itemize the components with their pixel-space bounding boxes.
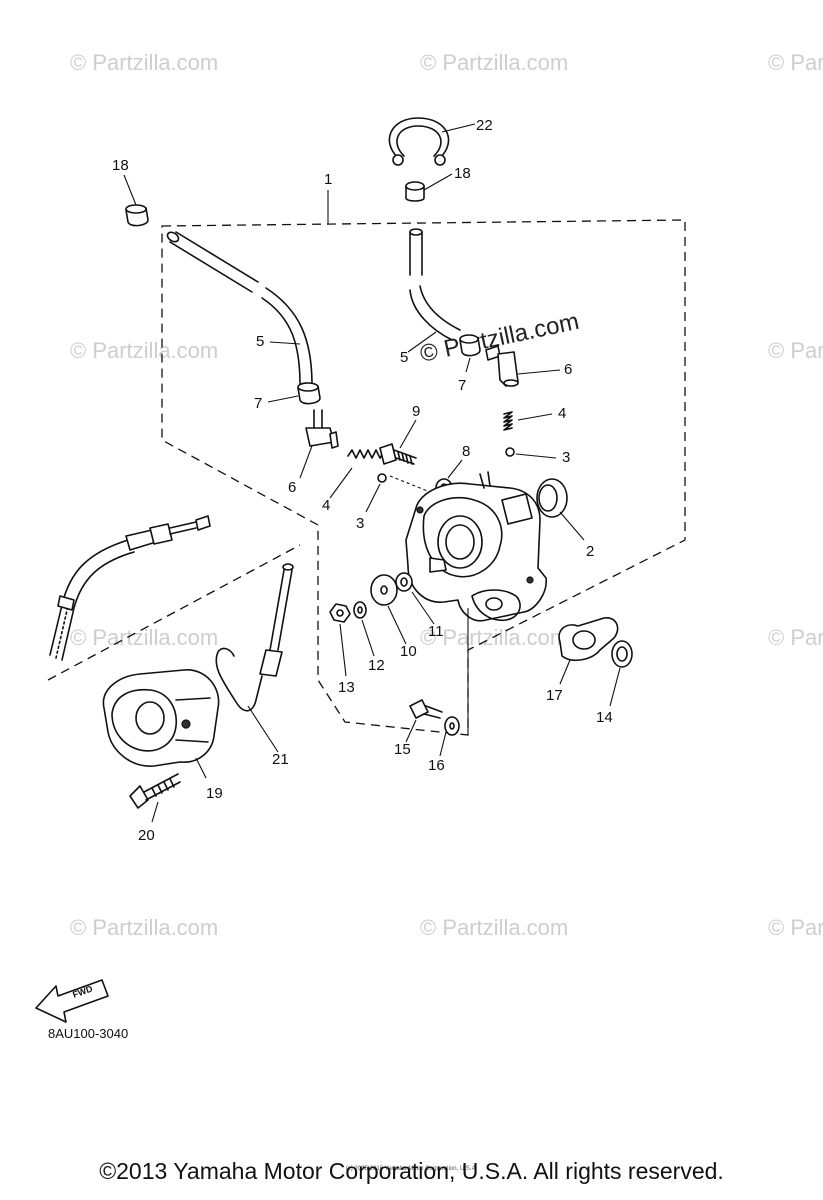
callout-7: 7: [254, 395, 262, 412]
watermark: © Partzilla.com: [420, 625, 568, 650]
part-22-clip: [388, 117, 450, 166]
cable-boundary: [47, 544, 301, 681]
copyright-notice: ©2013 Yamaha Motor Corporation, U.S.A. A…: [99, 1158, 724, 1184]
part-4-spring-right: [503, 411, 513, 431]
part-2-seal: [536, 478, 568, 518]
throttle-cable: [49, 515, 211, 661]
part-3-ball-right: [505, 447, 515, 457]
part-6-elbow-left: [305, 409, 339, 449]
callout-4: 4: [558, 405, 566, 422]
part-3-ball-left: [377, 473, 387, 483]
part-15-bolt: [409, 699, 443, 719]
watermark: © Partzilla.com: [70, 50, 218, 75]
callout-labels: 1 2 3 3 4 4 5 5 6 6 7 7 8 9 10 11 12 13 …: [112, 117, 613, 844]
watermark: © Partzilla.com: [768, 50, 823, 75]
callout-6: 6: [564, 361, 572, 378]
callout-7: 7: [458, 377, 466, 394]
callout-18: 18: [112, 157, 129, 174]
callout-5: 5: [256, 333, 264, 350]
callout-17: 17: [546, 687, 563, 704]
part-18-cap-left: [125, 204, 149, 227]
part-19-cover: [102, 669, 220, 767]
callout-22: 22: [476, 117, 493, 134]
watermark: © Partzilla.com: [420, 50, 568, 75]
watermark: © Partzilla.com: [768, 915, 823, 940]
watermark: © Partzilla.com: [70, 915, 218, 940]
part-5-hose-left: [166, 231, 313, 390]
callout-9: 9: [412, 403, 420, 420]
fwd-arrow-icon: FWD: [35, 979, 109, 1023]
watermark: © Partzilla.com: [768, 625, 823, 650]
part-20-bolt: [129, 773, 181, 809]
callout-19: 19: [206, 785, 223, 802]
callout-18: 18: [454, 165, 471, 182]
callout-20: 20: [138, 827, 155, 844]
oil-pump-body: [405, 471, 547, 622]
part-16-washer: [444, 716, 460, 736]
small-print: (c) 2005-2016 Yamaha Motor Corporation, …: [345, 1166, 478, 1172]
part-5-hose-right: [409, 228, 461, 341]
callout-1: 1: [324, 171, 332, 188]
part-7-clamp-right: [459, 334, 481, 357]
callout-3: 3: [356, 515, 364, 532]
part-12-washer: [353, 601, 367, 619]
part-18-cap-top: [405, 181, 425, 202]
callout-13: 13: [338, 679, 355, 696]
callout-5: 5: [400, 349, 408, 366]
part-9-bolt: [379, 443, 417, 465]
callout-8: 8: [462, 443, 470, 460]
callout-21: 21: [272, 751, 289, 768]
part-4-spring-left: [347, 449, 385, 459]
watermark: © Partzilla.com: [70, 338, 218, 363]
callout-11: 11: [428, 623, 444, 640]
part-6-elbow-right: [485, 345, 519, 387]
callout-16: 16: [428, 757, 445, 774]
part-11-washer: [395, 572, 413, 592]
part-17-gasket: [558, 617, 619, 662]
watermark: © Partzilla.com: [420, 915, 568, 940]
part-7-clamp-left: [297, 382, 321, 405]
part-10-disc: [370, 574, 398, 606]
callout-12: 12: [368, 657, 385, 674]
part-14-o-ring: [611, 640, 633, 668]
part-21-cable: [215, 563, 294, 712]
callout-2: 2: [586, 543, 594, 560]
callout-6: 6: [288, 479, 296, 496]
part-13-nut: [329, 603, 351, 623]
callout-14: 14: [596, 709, 613, 726]
diagram-code: 8AU100-3040: [48, 1026, 128, 1041]
callout-15: 15: [394, 741, 411, 758]
assembly-boundary: [161, 219, 686, 736]
callout-3: 3: [562, 449, 570, 466]
callout-4: 4: [322, 497, 330, 514]
callout-10: 10: [400, 643, 417, 660]
watermark: © Partzilla.com: [768, 338, 823, 363]
